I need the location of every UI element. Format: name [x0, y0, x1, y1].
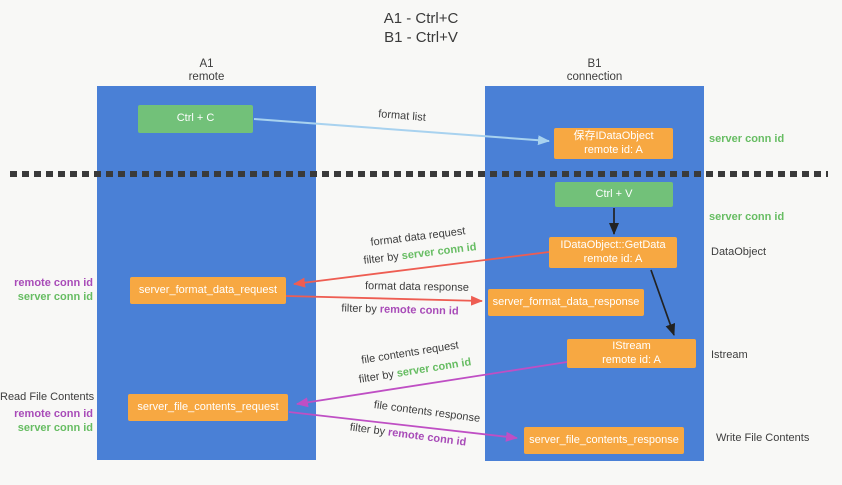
server-format-data-request-box: server_format_data_request [130, 277, 286, 304]
lifeline-b1-name: B1 [587, 58, 602, 70]
lifeline-b1-role: connection [566, 71, 623, 83]
dataobject-annotation: DataObject [711, 246, 767, 258]
read-file-contents-annotation: Read File Contents [0, 391, 95, 403]
arrow-format-data-response [285, 295, 483, 306]
left-conn-id-annotation-top: remote conn id server conn id [0, 277, 93, 304]
arrow-format-list [253, 118, 550, 146]
arrow-file-contents-response [288, 411, 518, 442]
lifeline-a1-name: A1 [199, 58, 214, 70]
server-format-data-request-label: server_format_data_request [138, 283, 278, 296]
phase-divider-dotted-line [10, 171, 828, 177]
server-conn-id-annotation: server conn id [17, 421, 93, 434]
remote-conn-id-annotation: remote conn id [14, 408, 93, 420]
lifeline-a1-role: remote [188, 71, 225, 83]
getdata-line2: remote id: A [583, 252, 643, 265]
filter-by-text: filter by [341, 302, 377, 316]
istream-line2: remote id: A [602, 353, 661, 366]
title-line-1: A1 - Ctrl+C [383, 10, 459, 27]
server-file-contents-response-box: server_file_contents_response [524, 427, 684, 454]
server-conn-id-annotation-top: server conn id [709, 133, 785, 145]
arrow-file-contents-request [296, 361, 568, 408]
arrow-getdata-to-istream [650, 269, 676, 336]
istream-line1: IStream [612, 340, 651, 352]
server-format-data-response-label: server_format_data_response [492, 295, 640, 308]
lifeline-header-a1: A1 remote [97, 58, 316, 84]
getdata-box: IDataObject::GetData remote id: A [549, 237, 677, 268]
save-dataobject-line2: remote id: A [584, 143, 643, 156]
save-dataobject-box: 保存IDataObject remote id: A [554, 128, 673, 159]
lifeline-header-b1: B1 connection [485, 58, 704, 84]
arrow-format-data-request [293, 251, 550, 288]
ctrl-v-label: Ctrl + V [595, 187, 633, 200]
remote-conn-id-annotation: remote conn id [14, 277, 93, 289]
server-format-data-response-box: server_format_data_response [488, 289, 644, 316]
ctrl-c-box: Ctrl + C [138, 105, 253, 133]
server-file-contents-request-box: server_file_contents_request [128, 394, 288, 421]
left-conn-id-annotation-bottom: remote conn id server conn id [0, 408, 93, 435]
server-conn-id-annotation: server conn id [17, 290, 93, 303]
server-conn-id-annotation-mid: server conn id [709, 211, 785, 223]
ctrl-c-label: Ctrl + C [176, 112, 215, 125]
getdata-line1: IDataObject::GetData [560, 239, 666, 251]
write-file-contents-annotation: Write File Contents [716, 432, 810, 444]
istream-annotation: Istream [711, 349, 748, 361]
remote-conn-id-text: remote conn id [379, 303, 459, 318]
server-file-contents-request-label: server_file_contents_request [137, 400, 279, 413]
save-dataobject-line1: 保存IDataObject [573, 130, 654, 142]
diagram-title: A1 - Ctrl+C B1 - Ctrl+V [0, 9, 842, 47]
server-file-contents-response-label: server_file_contents_response [529, 433, 679, 446]
ctrl-v-box: Ctrl + V [555, 182, 673, 207]
istream-box: IStream remote id: A [567, 339, 696, 368]
title-line-2: B1 - Ctrl+V [384, 29, 458, 46]
